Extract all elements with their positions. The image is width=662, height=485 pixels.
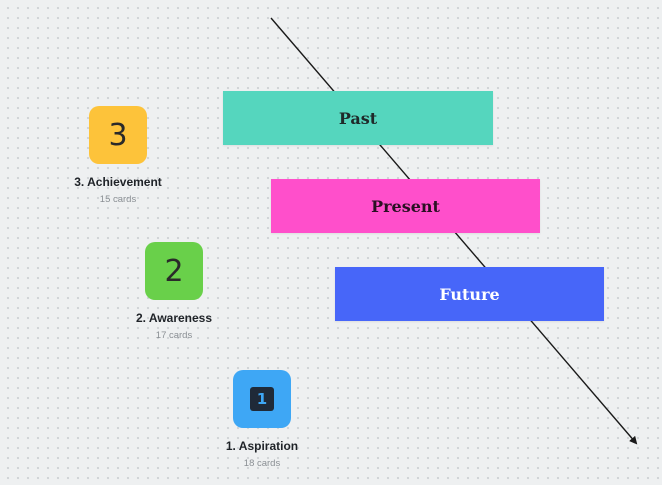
deck-achievement-number: 3 <box>108 117 128 153</box>
future-banner-label: Future <box>439 284 500 304</box>
deck-aspiration-count: 18 cards <box>243 458 281 469</box>
deck-aspiration-badge: 1 <box>250 387 274 411</box>
deck-aspiration[interactable]: 1 1. Aspiration 18 cards <box>192 370 332 469</box>
deck-achievement-title: 3. Achievement <box>74 175 162 189</box>
present-banner-label: Present <box>371 196 440 216</box>
deck-awareness[interactable]: 2 2. Awareness 17 cards <box>104 242 244 341</box>
deck-aspiration-title: 1. Aspiration <box>225 439 299 453</box>
past-banner[interactable]: Past <box>223 91 493 145</box>
deck-aspiration-icon: 1 <box>233 370 291 428</box>
deck-awareness-title: 2. Awareness <box>135 311 213 325</box>
future-banner[interactable]: Future <box>335 267 604 321</box>
deck-awareness-count: 17 cards <box>155 330 193 341</box>
deck-awareness-icon: 2 <box>145 242 203 300</box>
deck-achievement[interactable]: 3 3. Achievement 15 cards <box>48 106 188 205</box>
present-banner[interactable]: Present <box>271 179 540 233</box>
deck-aspiration-number: 1 <box>256 390 268 408</box>
deck-achievement-icon: 3 <box>89 106 147 164</box>
past-banner-label: Past <box>338 108 378 128</box>
deck-awareness-number: 2 <box>164 253 184 289</box>
deck-achievement-count: 15 cards <box>99 194 137 205</box>
